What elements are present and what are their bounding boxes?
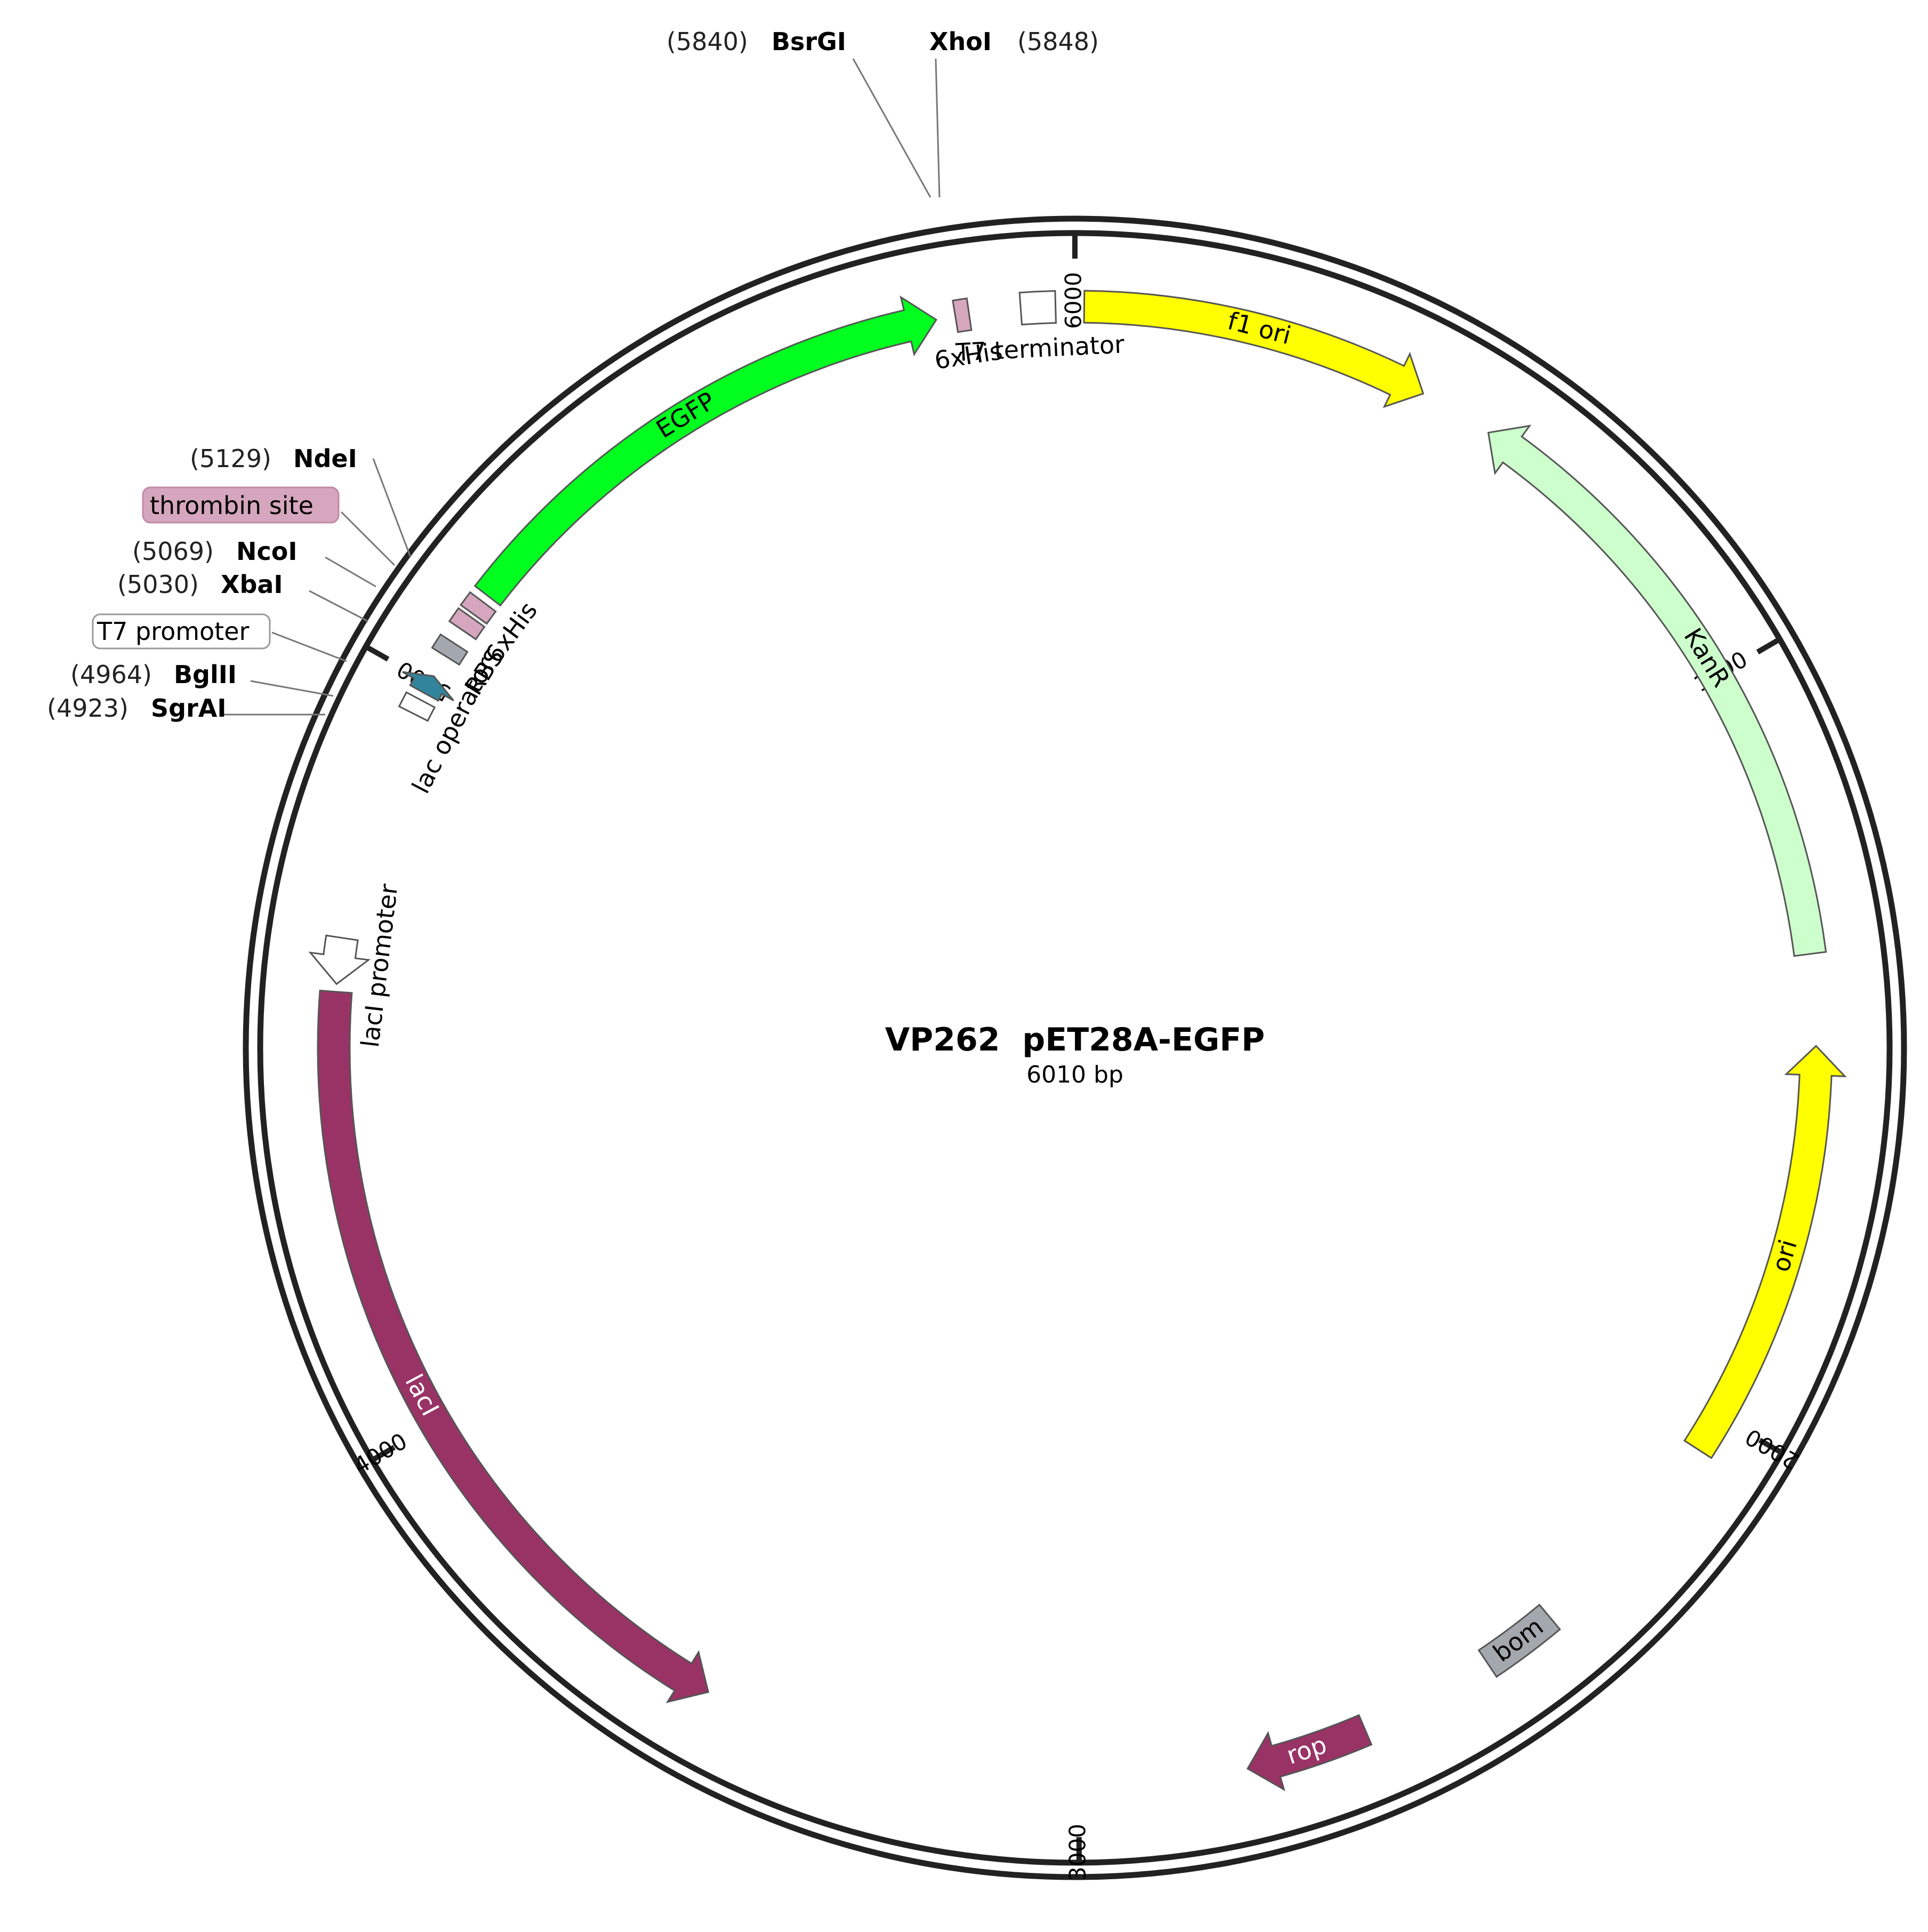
leader-ncoi [325,556,376,588]
feature-ori[interactable] [1683,1045,1847,1460]
plasmid-size: 6010 bp [1026,1061,1123,1088]
site-bsrgi-name: BsrGI [772,27,846,56]
site-bglii-name: BglII [174,660,237,689]
leader-xbai [309,590,368,622]
site-sgrai-name: SgrAI [151,694,226,723]
feature-bom[interactable] [1477,1604,1561,1678]
leader-thrombin [340,511,396,566]
feature-thrombin[interactable] [448,607,486,640]
site-ndei-name: NdeI [293,444,357,473]
site-bsrgi[interactable]: (5840) BsrGI [666,27,846,56]
thrombin-site-label[interactable]: thrombin site [142,486,340,524]
feature-t7-terminator[interactable] [1018,290,1057,326]
feature-egfp[interactable] [473,295,938,607]
boxed-feature-labels: thrombin site T7 promoter [92,486,340,650]
tick-mark-1000 [1756,637,1781,655]
t7-promoter-label-text: T7 promoter [97,617,250,646]
plasmid-name: VP262 pET28A-EGFP [885,1021,1265,1059]
site-ncoi-pos: (5069) [132,537,214,566]
leader-bsrgi [852,58,931,198]
feature-his1[interactable] [460,591,497,625]
restriction-sites: (5840) BsrGI XhoI (5848) (5129) NdeI (50… [47,27,1099,723]
site-bglii[interactable]: (4964) BglII [70,660,237,689]
plasmid-title: VP262 pET28A-EGFP 6010 bp [885,1021,1265,1088]
leader-bglii [250,680,334,697]
tick-mark-2000 [1758,1438,1784,1455]
feature-label-t7-terminator: T7 terminator [954,330,1125,367]
feature-t7-promoter-box[interactable] [401,671,454,702]
site-ndei-pos: (5129) [190,444,271,473]
tick-label-0: 6000 [1061,272,1087,329]
site-sgrai-pos: (4923) [47,694,128,723]
feature-f1-ori[interactable] [1083,290,1425,408]
leader-xhoi [935,58,941,198]
feature-lac-operator[interactable] [398,691,436,722]
site-leader-lines [224,58,941,716]
feature-laci[interactable] [317,989,710,1703]
thrombin-site-label-box [142,486,340,524]
t7-promoter-label-box [92,613,271,650]
site-xbai-pos: (5030) [117,570,199,599]
site-bglii-pos: (4964) [70,660,152,689]
feature-label-laci-promoter: lacI promoter [356,883,404,1049]
site-ndei[interactable]: (5129) NdeI [190,444,357,473]
site-xbai[interactable]: (5030) XbaI [117,570,283,599]
feature-his2[interactable] [952,297,973,333]
feature-rbs[interactable] [431,633,469,666]
feature-kanr[interactable] [1487,424,1827,957]
site-bsrgi-pos: (5840) [666,27,748,56]
tick-mark-5000 [364,644,390,662]
site-xhoi-name: XhoI [929,27,992,56]
leader-ndei [372,458,412,558]
site-xbai-name: XbaI [221,570,283,599]
feature-rop[interactable] [1246,1714,1373,1791]
site-xhoi[interactable]: XhoI (5848) [929,27,1099,56]
tick-mark-4000 [371,1445,396,1463]
site-sgrai[interactable]: (4923) SgrAI [47,694,226,723]
tick-label-3000: 3000 [1064,1824,1091,1881]
site-xhoi-pos: (5848) [1017,27,1099,56]
site-ncoi[interactable]: (5069) NcoI [132,537,297,566]
t7-promoter-label[interactable]: T7 promoter [92,613,271,650]
leader-t7prom [271,631,347,662]
thrombin-site-label-text: thrombin site [150,491,314,520]
site-ncoi-name: NcoI [236,537,297,566]
feature-laci-promoter[interactable] [308,934,371,985]
backbone-outer-ring [243,215,1907,1880]
